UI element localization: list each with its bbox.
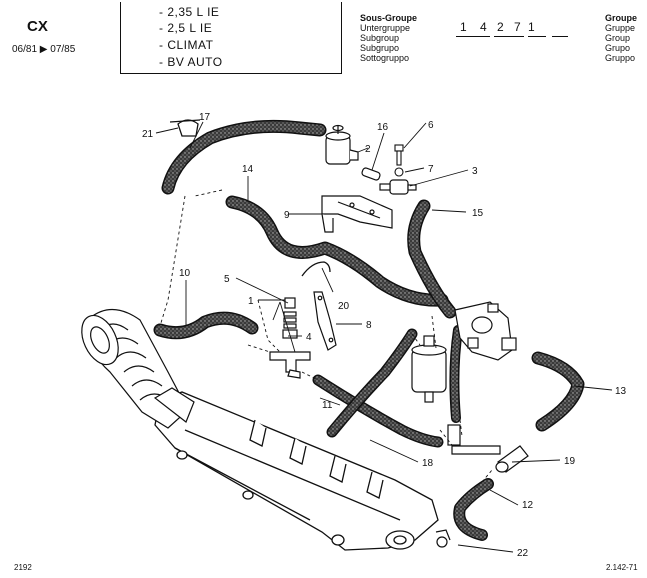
component-22-clamp (435, 529, 451, 548)
component-16-connector (361, 167, 381, 181)
component-7-nut (394, 167, 404, 177)
hose-15 (407, 199, 457, 319)
group-underline-3 (528, 36, 546, 37)
component-1-5-4-tee-assembly (269, 297, 311, 379)
group-digit-3: 2 (497, 20, 505, 34)
subgroup-label-it: Sottogruppo (360, 53, 410, 63)
spec-line-4: - BV AUTO (159, 55, 223, 69)
callout-labels: 21 17 16 2 6 7 3 14 9 15 10 5 1 20 4 8 1… (142, 112, 627, 559)
model-name: CX (27, 18, 48, 35)
component-20-clip (301, 261, 331, 277)
spec-line-2: - 2,5 L IE (159, 21, 213, 35)
component-throttle-body (454, 301, 517, 361)
component-filter-canister (411, 335, 447, 403)
callout-17: 17 (199, 112, 211, 123)
callout-7: 7 (428, 164, 434, 175)
callout-6: 6 (428, 120, 434, 131)
component-3-sensor (379, 179, 417, 195)
callout-16: 16 (377, 122, 389, 133)
hose-12 (453, 478, 494, 541)
spec-line-3: - CLIMAT (159, 38, 214, 52)
callout-8: 8 (366, 320, 372, 331)
subgroup-label-en: Subgroup (360, 33, 400, 43)
callout-3: 3 (472, 166, 478, 177)
intake-manifold (154, 391, 439, 551)
footer-right-code: 2.142-71 (606, 563, 638, 572)
subgroup-label-es: Subgrupo (360, 43, 400, 53)
model-years: 06/81 ▶ 07/85 (12, 44, 76, 55)
group-number: 1 4 2 7 1 (456, 18, 570, 37)
group-underline-2 (494, 36, 524, 37)
hose-18 (326, 328, 418, 438)
leader-lines (155, 121, 613, 553)
callout-21: 21 (142, 129, 154, 140)
callout-2: 2 (365, 144, 371, 155)
callout-4: 4 (306, 332, 312, 343)
group-digit-4: 7 (514, 20, 522, 34)
callout-22: 22 (517, 548, 529, 559)
hose-14 (225, 195, 449, 307)
spec-line-1: - 2,35 L IE (159, 5, 220, 19)
group-label-de: Gruppe (605, 23, 636, 33)
subgroup-label-fr: Sous-Groupe (360, 13, 418, 23)
group-underline-4 (552, 36, 568, 37)
component-19-pipe (447, 424, 529, 473)
callout-15: 15 (472, 208, 484, 219)
component-21-clamp (169, 119, 201, 137)
footer-left-code: 2192 (14, 563, 32, 572)
hose-10 (153, 311, 259, 340)
hoses (153, 119, 585, 541)
callout-19: 19 (564, 456, 576, 467)
component-6-bolt (394, 144, 404, 166)
callout-12: 12 (522, 500, 534, 511)
group-label-fr: Groupe (605, 13, 638, 23)
callout-5: 5 (224, 274, 230, 285)
group-digit-1: 1 (460, 20, 468, 34)
group-digit-5: 1 (528, 20, 536, 34)
callout-9: 9 (284, 210, 290, 221)
hose-13 (531, 351, 585, 432)
routing-dashed-lines (159, 189, 493, 483)
group-digit-2: 4 (480, 20, 488, 34)
callout-13: 13 (615, 386, 627, 397)
component-8-bracket (313, 291, 337, 351)
group-label-en: Group (605, 33, 631, 43)
component-9-bracket (321, 195, 393, 233)
subgroup-label-de: Untergruppe (360, 23, 411, 33)
callout-10: 10 (179, 268, 191, 279)
engine-spec-box: - 2,35 L IE - 2,5 L IE - CLIMAT - BV AUT… (120, 2, 342, 74)
callout-20: 20 (338, 301, 350, 312)
hose-11 (312, 374, 444, 448)
callout-1: 1 (248, 296, 254, 307)
group-underline-1 (456, 36, 490, 37)
component-2-valve (325, 124, 359, 165)
hose-vertical (449, 325, 463, 423)
group-label-es: Grupo (605, 43, 631, 53)
callout-18: 18 (422, 458, 434, 469)
callout-14: 14 (242, 164, 254, 175)
hose-17 (161, 119, 327, 195)
group-label-it: Gruppo (605, 53, 636, 63)
callout-11: 11 (322, 400, 333, 411)
air-intake-bellows (81, 308, 195, 429)
